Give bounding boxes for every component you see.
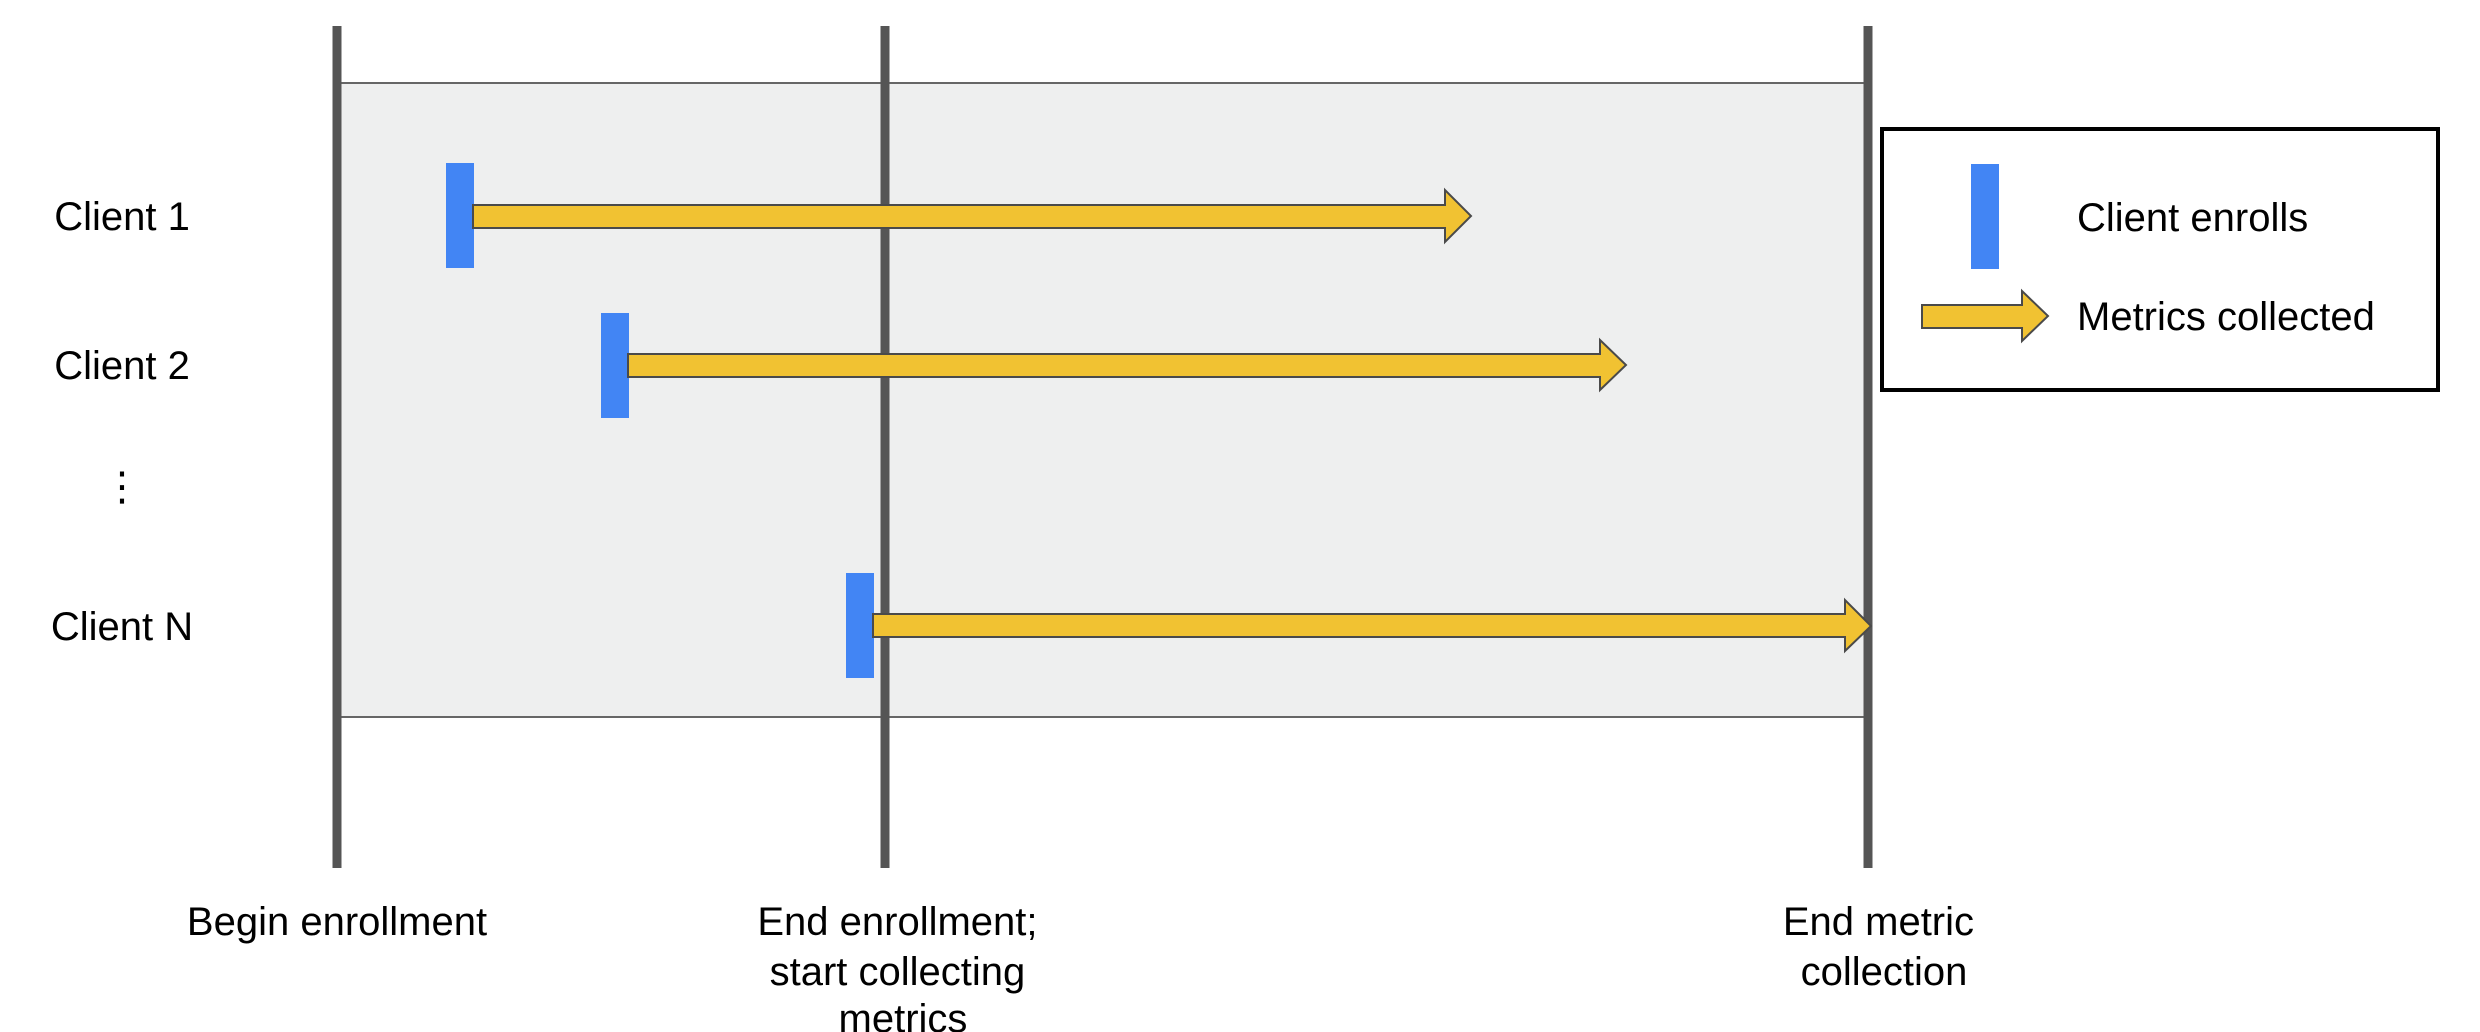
- ellipsis-label: ⋮: [102, 465, 142, 509]
- end-metric-collection-label-line-1: End metric: [1783, 900, 1974, 944]
- end-enrollment-label-line-1: End enrollment;: [757, 900, 1037, 944]
- client-n-label: Client N: [51, 605, 193, 649]
- client-n-enroll-marker: [846, 573, 874, 678]
- end-enrollment-label-line-2: start collecting: [770, 950, 1026, 994]
- end-enrollment-label-line-3: metrics: [839, 997, 968, 1032]
- legend: Client enrolls Metrics collected: [1880, 127, 2440, 392]
- client-n-metrics-arrow: [872, 597, 1873, 654]
- client-2-label: Client 2: [54, 344, 190, 388]
- legend-box: [1880, 127, 2440, 392]
- begin-enrollment-label: Begin enrollment: [187, 900, 487, 944]
- client-1-enroll-marker: [446, 163, 474, 268]
- legend-metrics-arrow: [1921, 288, 2050, 344]
- client-2-metrics-arrow: [627, 337, 1628, 393]
- legend-enroll-label: Client enrolls: [2077, 196, 2308, 240]
- legend-metrics-label: Metrics collected: [2077, 295, 2375, 339]
- end-enrollment-label: End enrollment; start collecting metrics: [757, 900, 1048, 1032]
- client-2-enroll-marker: [601, 313, 629, 418]
- end-metric-collection-label-line-2: collection: [1801, 950, 1968, 994]
- client-1-metrics-arrow: [472, 187, 1473, 245]
- legend-enroll-marker: [1971, 164, 1999, 269]
- end-metric-collection-label: End metric collection: [1783, 900, 1985, 994]
- client-1-label: Client 1: [54, 195, 190, 239]
- study-window-area: [337, 83, 1868, 717]
